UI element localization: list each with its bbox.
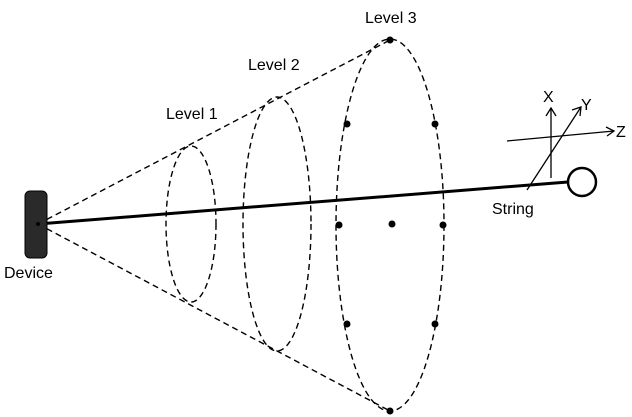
cone-edge-bottom: [37, 223, 391, 412]
string-line: [37, 180, 569, 226]
level-1-ellipse: [165, 145, 217, 303]
level-3-point-lower-left: [343, 320, 351, 328]
cone-edge-top: [37, 39, 391, 225]
level-3-point-lower-right: [431, 320, 439, 328]
label-string: String: [492, 201, 534, 218]
label-level-3: Level 3: [365, 10, 417, 27]
label-axis-z: Z: [616, 124, 626, 141]
string-ring: [566, 166, 598, 198]
level-3-point-mid-right: [439, 221, 447, 229]
axis-indicator: [506, 106, 616, 191]
label-axis-x: X: [543, 89, 554, 106]
label-level-1: Level 1: [166, 106, 218, 123]
level-3-point-top: [386, 36, 394, 44]
device-body: [24, 190, 48, 259]
level-3-point-bottom: [386, 407, 394, 415]
level-3-point-upper-left: [343, 120, 351, 128]
label-device: Device: [4, 265, 53, 282]
level-3-point-mid-left: [335, 221, 343, 229]
device-center-dot: [36, 222, 40, 226]
label-axis-y: Y: [581, 97, 592, 114]
level-3-point-center: [388, 220, 396, 228]
level-3-point-upper-right: [431, 120, 439, 128]
label-level-2: Level 2: [248, 57, 300, 74]
level-2-ellipse: [242, 96, 312, 352]
